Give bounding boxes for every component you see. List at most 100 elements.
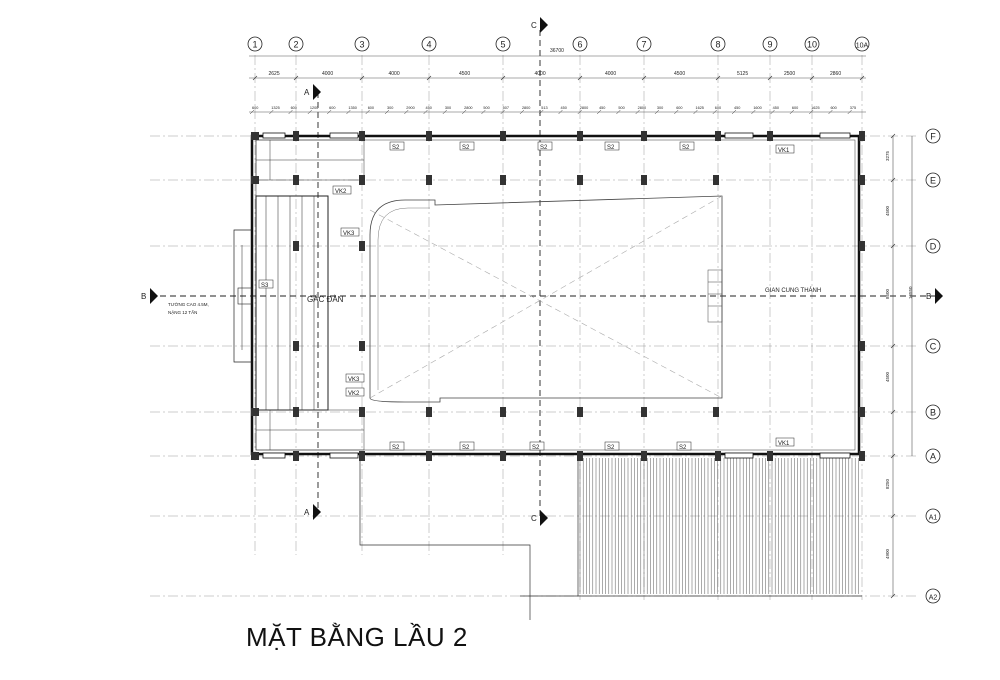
nave-ceiling-outline — [369, 195, 723, 403]
column — [293, 407, 299, 417]
dim-tick — [326, 109, 332, 115]
grid-label-col: 2 — [293, 40, 298, 50]
grid-label-row: D — [930, 242, 937, 252]
grid-label-row: A — [930, 452, 936, 462]
dim-fine: 600 — [252, 106, 258, 110]
window-tag-top: S2 — [682, 145, 690, 151]
porch-outline — [359, 454, 862, 620]
dim-fine: 600 — [291, 106, 297, 110]
dim-fine: 500 — [618, 106, 624, 110]
column — [500, 131, 506, 141]
dim-fine: 500 — [483, 106, 489, 110]
dim-fine: 1625 — [695, 106, 703, 110]
column — [859, 341, 865, 351]
dim-fine: 2800 — [522, 106, 530, 110]
window-tag-box — [537, 141, 553, 151]
grid-bubble-col — [247, 36, 263, 52]
grid-label-col: 6 — [577, 40, 582, 50]
dim-bay: 4000 — [535, 71, 546, 77]
grid-label-col: 7 — [641, 40, 646, 50]
column — [577, 131, 583, 141]
grid-bubble-row — [925, 448, 941, 464]
grid-bubble-row — [925, 508, 941, 524]
section-letter: B — [141, 292, 146, 301]
dim-fine: 507 — [503, 106, 509, 110]
section-a-bottom: A — [304, 504, 321, 520]
dim-tick — [500, 75, 506, 81]
dim-tick — [519, 109, 525, 115]
section-arrow — [935, 288, 943, 304]
dim-tick — [384, 109, 390, 115]
column — [641, 131, 647, 141]
dim-tick — [307, 109, 313, 115]
column — [359, 241, 365, 251]
grid-label-col: 4 — [426, 40, 431, 50]
window-opening — [329, 132, 359, 139]
grid-bubble-row — [925, 338, 941, 354]
wall-note-line1: TƯỜNG CAO 4.5M, — [168, 301, 209, 307]
column — [577, 407, 583, 417]
window-opening — [819, 452, 851, 459]
column — [713, 175, 719, 185]
dim-right: 3275 — [885, 150, 890, 161]
column — [293, 341, 299, 351]
dim-tick — [635, 109, 640, 115]
window-tag-box — [529, 441, 545, 451]
grid-label-row: A2 — [929, 595, 938, 602]
section-a-top: A — [304, 84, 321, 100]
dim-tick — [577, 75, 583, 81]
dim-tick — [890, 133, 896, 139]
dim-tick — [481, 109, 486, 115]
dim-tick — [654, 109, 660, 115]
dim-tick — [859, 75, 865, 81]
dim-right-total: 16550 — [908, 286, 913, 299]
dim-bay: 5125 — [737, 71, 748, 77]
window-tag-top: S2 — [540, 145, 548, 151]
dim-tick — [890, 513, 896, 519]
window-tag-bottom: S2 — [532, 445, 540, 451]
section-letter: B — [926, 292, 931, 301]
dim-tick — [442, 109, 447, 115]
room-labels: GÁC ĐÀN GIAN CUNG THÁNH TƯỜNG CAO 4.5M, … — [168, 144, 821, 447]
section-letter: C — [531, 514, 537, 523]
dim-fine: 513 — [541, 106, 547, 110]
window-tag-bottom: S2 — [607, 445, 615, 451]
dim-fine: 2800 — [580, 106, 588, 110]
dim-tick — [252, 75, 258, 81]
dim-tick — [346, 109, 351, 115]
dim-fine: 2800 — [638, 106, 646, 110]
dim-tick — [890, 177, 896, 183]
column — [293, 131, 299, 141]
column — [715, 131, 721, 141]
dim-fine: 1350 — [348, 106, 356, 110]
dim-tick — [423, 109, 428, 115]
column — [715, 451, 721, 461]
window-tag-box — [459, 141, 475, 151]
section-arrow — [313, 504, 321, 520]
dim-tick — [404, 109, 409, 115]
column — [641, 175, 647, 185]
section-arrow — [540, 17, 548, 33]
altar-steps — [707, 269, 723, 323]
section-c-bottom: C — [531, 510, 548, 526]
dim-tick — [715, 75, 721, 81]
grid-bubble-row — [925, 404, 941, 420]
column — [293, 175, 299, 185]
grid-label-row: B — [930, 408, 936, 418]
window-tag-box — [604, 441, 620, 451]
dim-bay: 4000 — [389, 71, 400, 77]
grid-label-col: 8 — [715, 40, 720, 50]
dim-fine: 600 — [715, 106, 721, 110]
dim-bay: 4000 — [605, 71, 616, 77]
column — [713, 407, 719, 417]
dim-tick — [293, 75, 299, 81]
window-tag-bottom: S2 — [679, 445, 687, 451]
window-tag-box — [389, 441, 405, 451]
grid-label-col: 3 — [359, 40, 364, 50]
grid-bubble-row — [925, 172, 941, 188]
column — [859, 407, 865, 417]
grid-label-col: 1 — [252, 40, 257, 50]
grid-bubble-col — [354, 36, 370, 52]
